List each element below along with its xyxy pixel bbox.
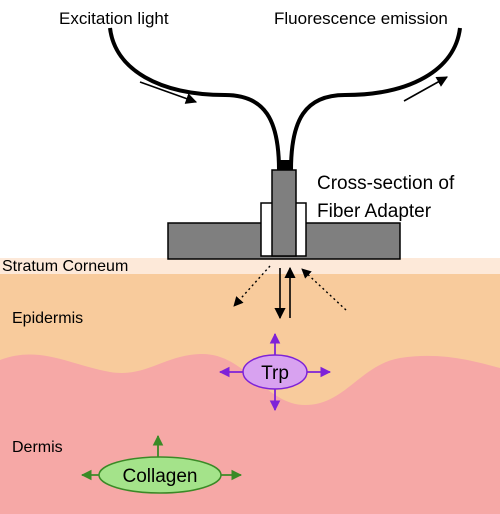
emission-label: Fluorescence emission (274, 9, 448, 28)
adapter-label-line1: Cross-section of (317, 173, 455, 194)
trp-ellipse (242, 354, 308, 390)
trp-group: Trp (218, 332, 332, 412)
excitation-fiber (108, 27, 281, 171)
collagen-ellipse (98, 456, 222, 494)
scatter-right-arrow (301, 268, 347, 311)
excitation-direction-arrow (139, 81, 198, 104)
adapter-fiber-core (271, 169, 297, 257)
emission-direction-arrow (403, 76, 448, 102)
epidermis-label: Epidermis (12, 310, 83, 327)
collagen-label: Collagen (123, 466, 198, 487)
adapter-label-line2: Fiber Adapter (317, 201, 432, 222)
dermis-label: Dermis (12, 439, 63, 456)
stratum-corneum-layer (0, 258, 500, 274)
collagen-group: Collagen (80, 434, 243, 494)
scatter-left-arrow (233, 265, 271, 307)
excitation-label: Excitation light (59, 9, 169, 28)
stratum-label: Stratum Corneum (2, 258, 128, 275)
emission-fiber (289, 27, 462, 171)
trp-label: Trp (261, 363, 289, 384)
fiber-merge (279, 160, 291, 170)
